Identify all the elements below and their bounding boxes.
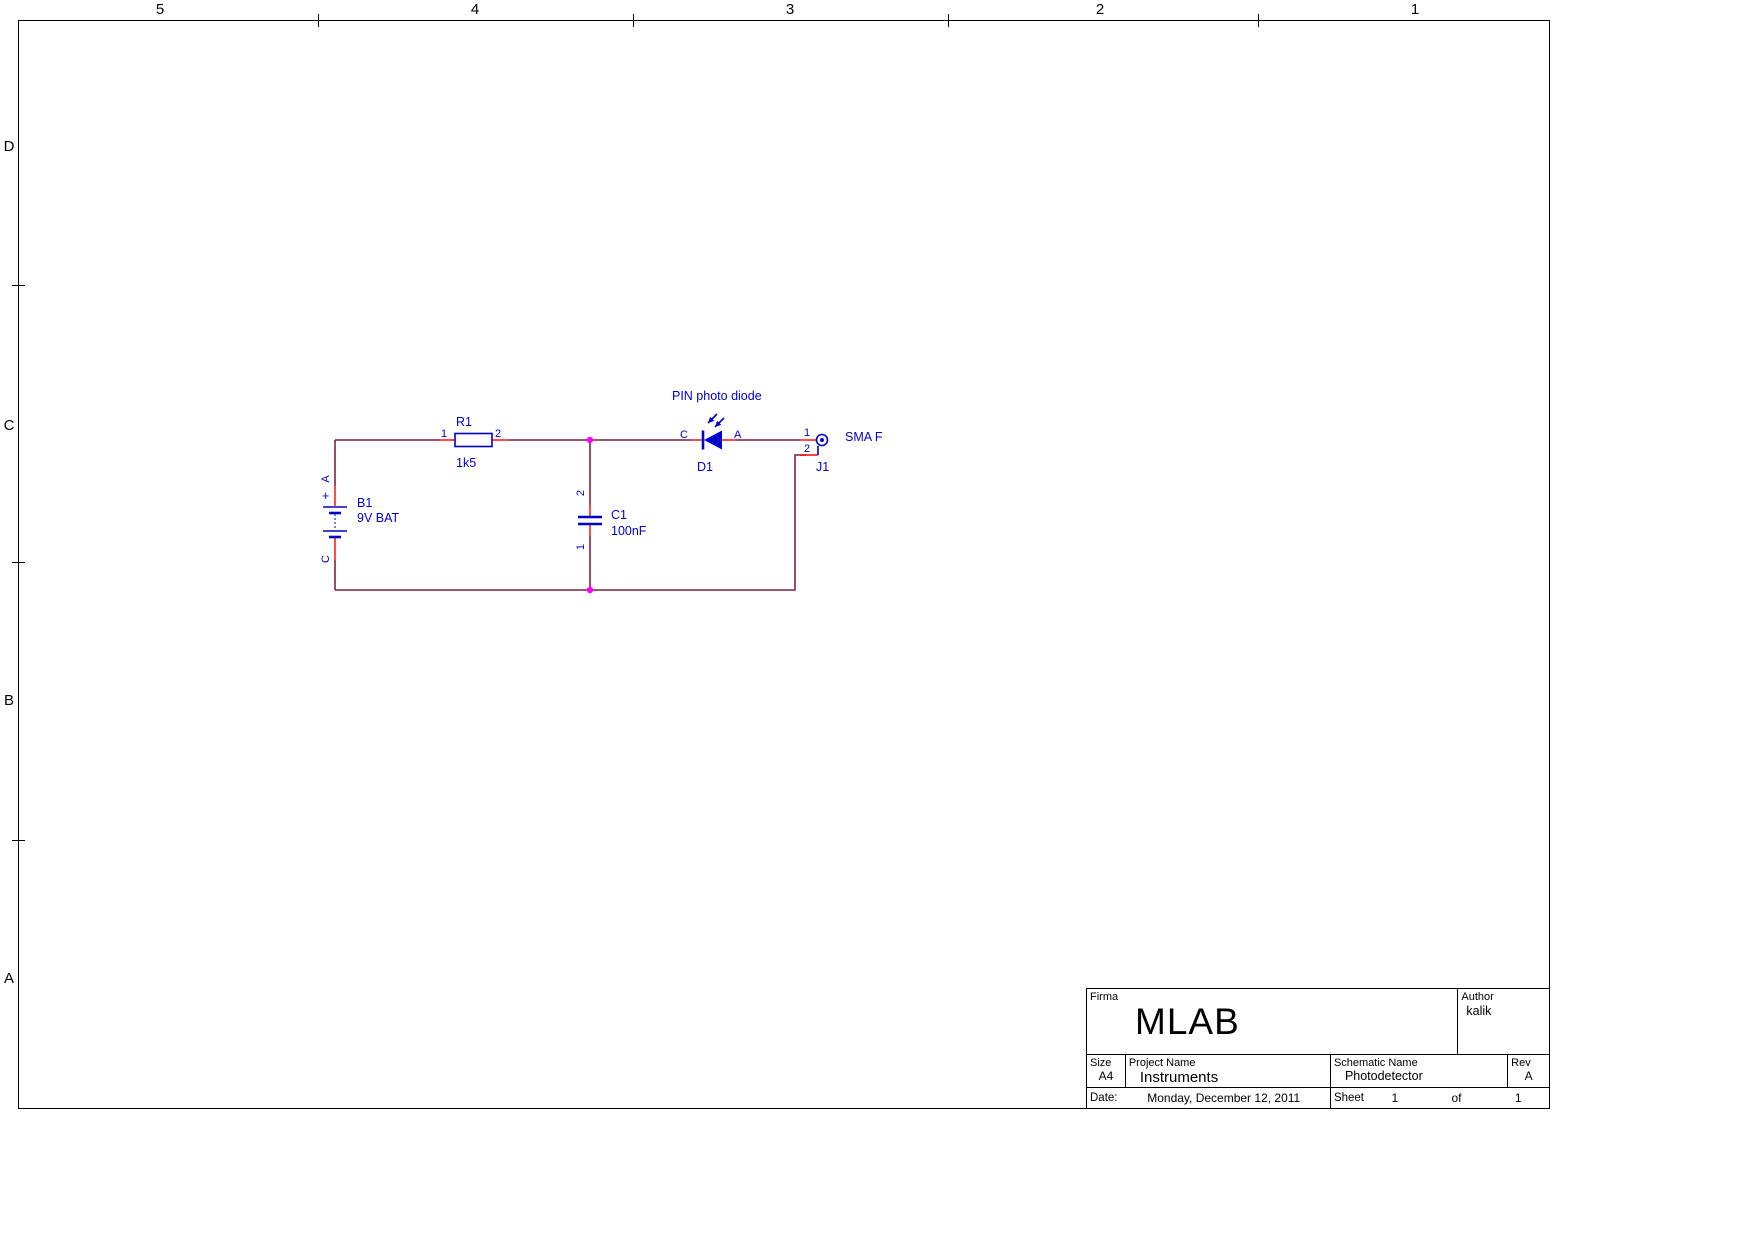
- connector-symbol[interactable]: [815, 433, 829, 456]
- j1-value: SMA F: [845, 430, 883, 444]
- j1-reference: J1: [816, 460, 830, 474]
- zone-tick: [633, 14, 634, 27]
- d1-cathode-label: C: [680, 429, 688, 441]
- title-block: Firma MLAB Author kalik Size A4 Project …: [1086, 988, 1550, 1109]
- title-block-row-firma: Firma MLAB Author kalik: [1087, 989, 1549, 1055]
- zone-column-4: 4: [470, 1, 480, 18]
- size-value: A4: [1098, 1069, 1114, 1083]
- j1-pin2-number: 2: [804, 443, 811, 455]
- sheet-of-label: of: [1451, 1091, 1462, 1105]
- date-cell: Date: Monday, December 12, 2011: [1087, 1088, 1330, 1108]
- date-label: Date:: [1090, 1092, 1118, 1104]
- photodiode-note: PIN photo diode: [672, 389, 762, 403]
- title-block-row-names: Size A4 Project Name Instruments Schemat…: [1087, 1055, 1549, 1088]
- project-label: Project Name: [1128, 1057, 1196, 1069]
- capacitor-symbol[interactable]: [578, 515, 602, 526]
- j1-pin1-number: 1: [804, 427, 811, 439]
- rev-cell: Rev A: [1507, 1055, 1549, 1087]
- b1-pin-a-label: A: [320, 475, 332, 483]
- zone-column-2: 2: [1095, 1, 1105, 18]
- author-label: Author: [1461, 991, 1494, 1003]
- sheet-total: 1: [1514, 1091, 1522, 1105]
- schematic-name: Photodetector: [1344, 1069, 1423, 1083]
- pin-stubs: [334, 439, 818, 560]
- b1-plus-sign: +: [322, 489, 330, 503]
- project-cell: Project Name Instruments: [1124, 1055, 1330, 1087]
- zone-row-d: D: [3, 138, 15, 155]
- c1-value: 100nF: [611, 524, 647, 538]
- c1-reference: C1: [611, 508, 627, 522]
- schematic-name-label: Schematic Name: [1333, 1057, 1418, 1069]
- d1-reference: D1: [697, 460, 713, 474]
- author-name: kalik: [1466, 1004, 1492, 1018]
- size-label: Size: [1090, 1057, 1112, 1069]
- battery-symbol[interactable]: [323, 506, 347, 539]
- author-cell: Author kalik: [1457, 989, 1549, 1054]
- zone-tick: [12, 840, 25, 841]
- junction-dot: [586, 436, 594, 444]
- c1-pin2-number: 2: [575, 489, 587, 497]
- sheet-number: 1: [1391, 1091, 1399, 1105]
- zone-row-b: B: [3, 692, 14, 709]
- rev-label: Rev: [1511, 1057, 1531, 1069]
- zone-column-3: 3: [785, 1, 795, 18]
- firma-name: MLAB: [1135, 1001, 1240, 1042]
- rev-value: A: [1524, 1069, 1533, 1083]
- b1-reference: B1: [357, 496, 373, 510]
- firma-label: Firma: [1090, 991, 1119, 1003]
- zone-row-a: A: [3, 970, 14, 987]
- wire-net[interactable]: [334, 439, 806, 591]
- zone-tick: [318, 14, 319, 27]
- sheet-cell: Sheet 1 of 1: [1329, 1088, 1549, 1108]
- project-name: Instruments: [1139, 1069, 1219, 1086]
- date-value: Monday, December 12, 2011: [1147, 1091, 1301, 1105]
- photodiode-symbol[interactable]: [701, 413, 725, 450]
- b1-value: 9V BAT: [357, 511, 400, 525]
- b1-pin-c-label: C: [320, 555, 332, 563]
- junction-dot: [586, 586, 594, 594]
- zone-tick: [948, 14, 949, 27]
- firma-cell: Firma MLAB: [1087, 989, 1457, 1054]
- sheet-label: Sheet: [1333, 1092, 1365, 1104]
- r1-value: 1k5: [456, 456, 477, 470]
- zone-column-1: 1: [1410, 1, 1420, 18]
- schematic-name-cell: Schematic Name Photodetector: [1329, 1055, 1507, 1087]
- d1-anode-label: A: [734, 429, 742, 441]
- resistor-symbol[interactable]: [454, 432, 493, 448]
- zone-tick: [12, 562, 25, 563]
- zone-column-5: 5: [155, 1, 165, 18]
- zone-row-c: C: [3, 417, 15, 434]
- r1-reference: R1: [456, 415, 472, 429]
- c1-pin1-number: 1: [575, 543, 587, 551]
- size-cell: Size A4: [1087, 1055, 1125, 1087]
- r1-pin1-number: 1: [441, 428, 448, 440]
- zone-tick: [12, 285, 25, 286]
- r1-pin2-number: 2: [495, 428, 502, 440]
- title-block-row-date-sheet: Date: Monday, December 12, 2011 Sheet 1 …: [1087, 1088, 1549, 1108]
- drawing-frame: [18, 20, 1550, 1109]
- zone-tick: [1258, 14, 1259, 27]
